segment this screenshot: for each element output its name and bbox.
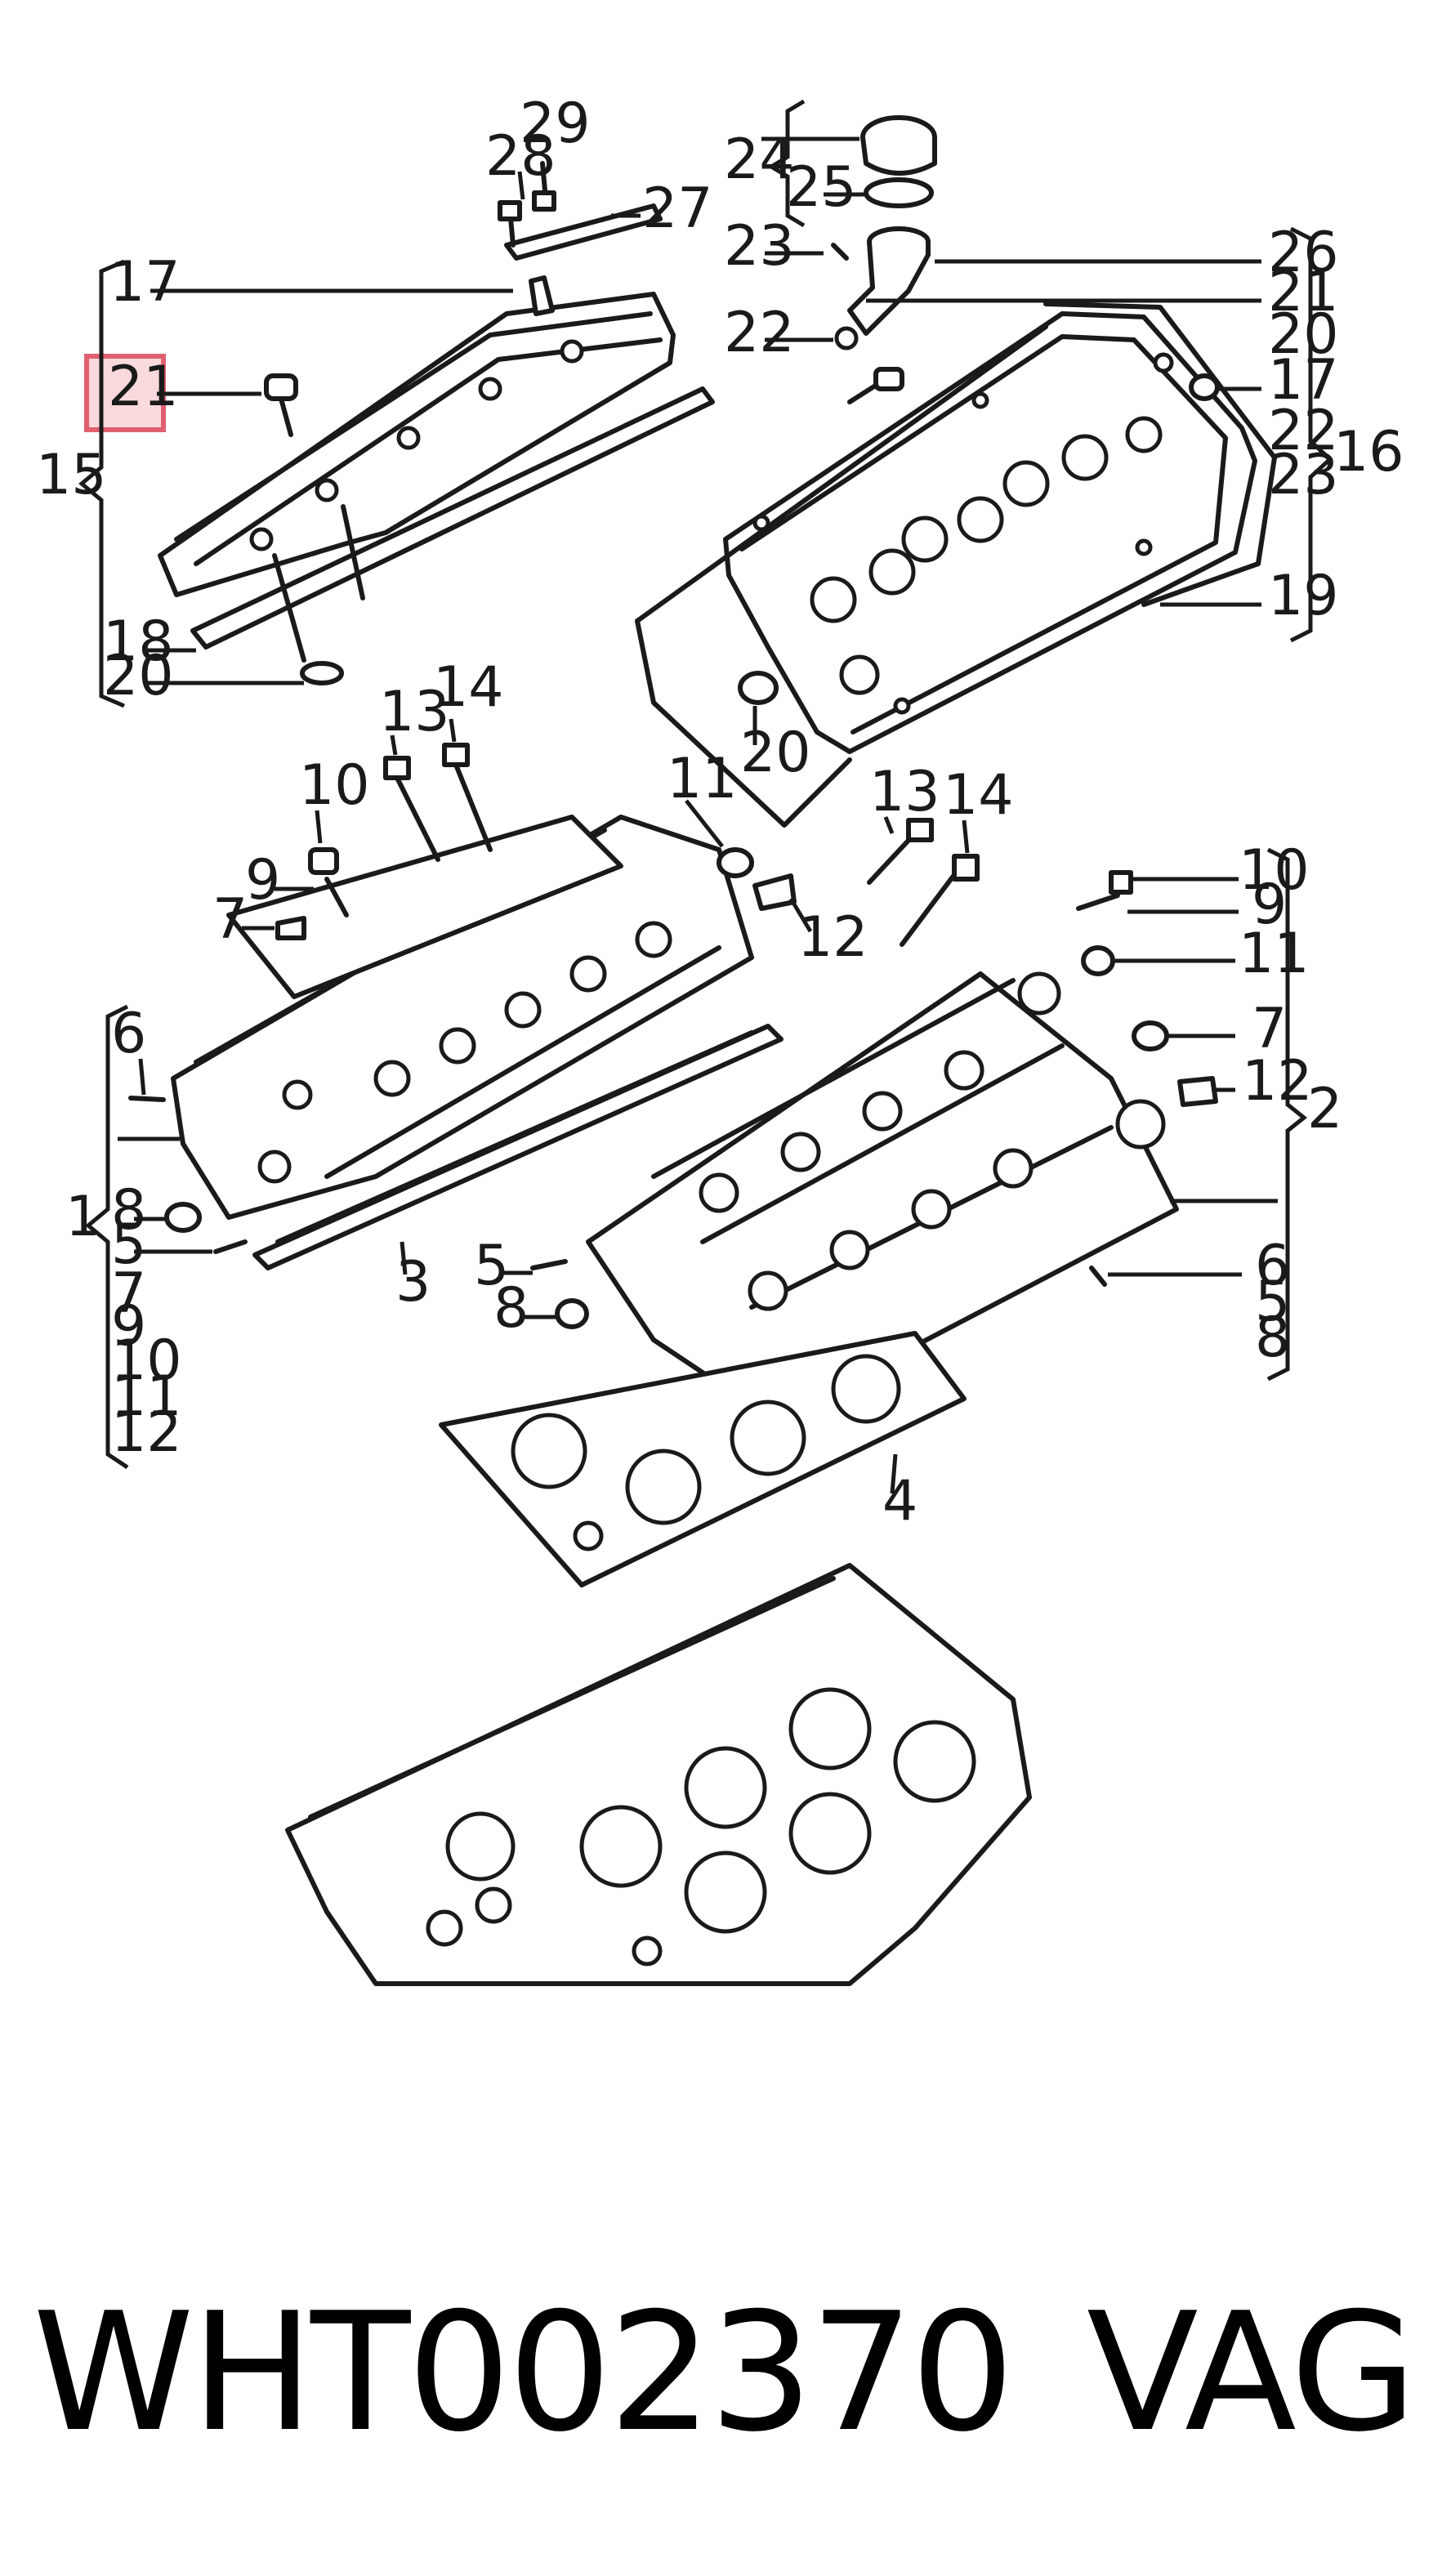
callout-6-left: 6 <box>111 1002 146 1066</box>
callout-5-right: 5 <box>1255 1270 1290 1334</box>
callout-7-right: 7 <box>1252 997 1287 1061</box>
callout-7-left: 7 <box>212 887 248 952</box>
callout-5-mid: 5 <box>474 1234 509 1298</box>
callout-12-right: 12 <box>1242 1049 1313 1114</box>
callout-13-right: 13 <box>869 760 940 824</box>
callout-8-mid: 8 <box>493 1276 529 1341</box>
callout-9-list: 9 <box>111 1294 146 1359</box>
callout-4: 4 <box>882 1469 917 1534</box>
leader-lines <box>78 99 1333 1494</box>
callout-12-list: 12 <box>111 1400 182 1465</box>
callout-11-mid: 11 <box>667 747 738 811</box>
callout-28: 28 <box>485 124 556 189</box>
callout-9-right: 9 <box>1252 873 1287 937</box>
right-valve-cover <box>635 301 1277 828</box>
engine-block <box>285 1563 1032 1986</box>
callout-21-right: 21 <box>1268 260 1339 324</box>
callout-24: 24 <box>724 127 795 192</box>
callout-29: 29 <box>520 92 591 156</box>
callout-23-right: 23 <box>1268 443 1339 507</box>
callout-8-left: 8 <box>111 1178 146 1243</box>
part-number: WHT002370 <box>33 2278 1015 2468</box>
callout-18: 18 <box>103 609 174 674</box>
callout-23-top: 23 <box>724 214 795 279</box>
callout-11-list: 11 <box>111 1364 182 1429</box>
callout-22-right: 22 <box>1268 399 1339 463</box>
callout-20-left: 20 <box>103 644 174 708</box>
callout-5-left: 5 <box>111 1212 146 1277</box>
callout-15: 15 <box>36 443 107 507</box>
callout-9-left: 9 <box>245 848 280 913</box>
callout-3: 3 <box>395 1250 431 1315</box>
callout-26: 26 <box>1268 221 1339 285</box>
left-cylinder-head <box>128 743 797 1254</box>
callout-1: 1 <box>65 1185 100 1249</box>
gasket-3 <box>252 1024 784 1270</box>
callout-16: 16 <box>1333 420 1404 484</box>
callout-8-right: 8 <box>1255 1306 1290 1370</box>
brand-label: VAG <box>1087 2278 1417 2468</box>
engine-parts-diagram: 29 28 27 24 25 23 22 26 21 20 17 22 16 2… <box>36 92 1404 1986</box>
bolt-21-left <box>264 373 298 437</box>
bracket-27-28-29 <box>498 161 663 261</box>
left-valve-cover <box>158 275 715 685</box>
right-cylinder-head <box>530 818 1218 1408</box>
callout-13-left: 13 <box>379 680 450 744</box>
callout-2: 2 <box>1307 1077 1342 1141</box>
callout-6-right: 6 <box>1255 1234 1290 1298</box>
callout-17-left: 17 <box>109 250 181 315</box>
callout-20-bottom: 20 <box>740 721 811 785</box>
callout-12-mid: 12 <box>797 905 868 970</box>
callout-14-left: 14 <box>433 655 504 720</box>
oil-filler-assembly <box>831 115 937 350</box>
callout-20-right: 20 <box>1268 302 1339 367</box>
callout-10-right: 10 <box>1239 838 1310 903</box>
callout-11-right: 11 <box>1239 922 1310 986</box>
callout-19: 19 <box>1268 564 1339 628</box>
callout-14-right: 14 <box>943 763 1014 828</box>
gasket-4 <box>439 1331 967 1587</box>
callout-10-left: 10 <box>299 753 370 818</box>
callout-22-top: 22 <box>724 301 795 365</box>
callout-17-right: 17 <box>1268 348 1339 413</box>
callout-25: 25 <box>786 155 857 220</box>
callout-21-left: 21 <box>108 355 179 419</box>
callout-labels: 29 28 27 24 25 23 22 26 21 20 17 22 16 2… <box>36 92 1404 1534</box>
footer: WHT002370 VAG <box>0 2271 1451 2476</box>
callout-10-list: 10 <box>111 1328 182 1393</box>
callout-27: 27 <box>642 176 713 241</box>
callout-7-list: 7 <box>111 1261 146 1326</box>
